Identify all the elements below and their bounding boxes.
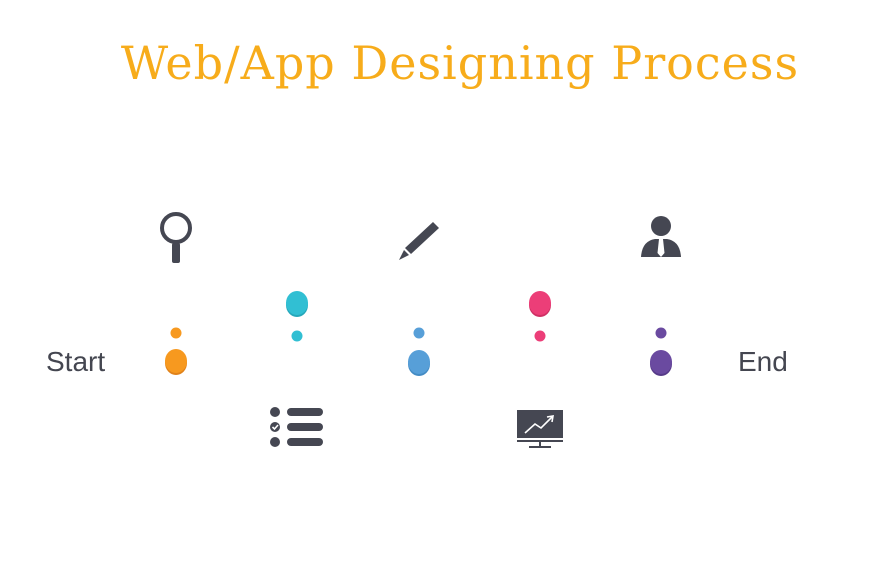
pencil-icon [399,222,439,260]
step-5-small-dot [655,327,667,339]
step-5-big-dot [650,350,672,374]
step-4-big-dot [529,291,551,315]
businessman-icon [641,216,681,257]
step-2-small-dot [291,330,303,342]
checklist-icon [270,407,323,447]
search-icon [160,212,192,263]
step-2-big-dot [286,291,308,315]
step-3-small-dot [413,327,425,339]
page-title: Web/App Designing Process [120,36,800,90]
step-3-big-dot [408,350,430,374]
end-label: End [738,346,788,377]
step-1-small-dot [170,327,182,339]
start-label: Start [46,346,106,377]
monitor-chart-icon [517,410,563,448]
step-4-small-dot [534,330,546,342]
step-1-big-dot [165,349,187,373]
